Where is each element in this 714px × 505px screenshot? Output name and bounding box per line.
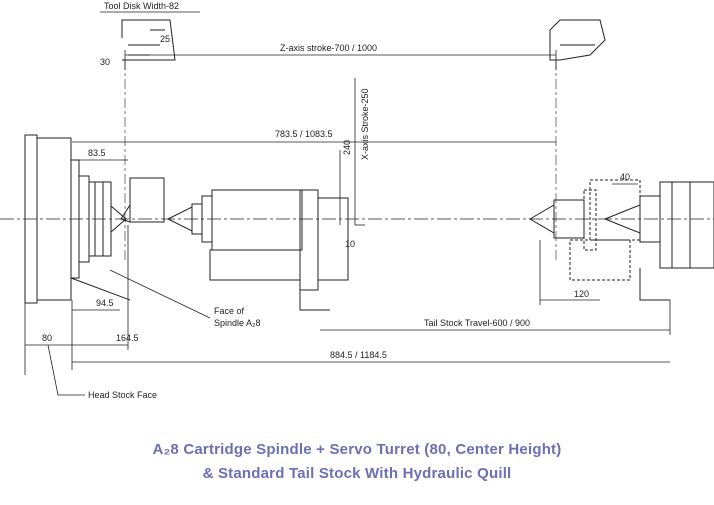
technical-drawing: Tool Disk Width-82 25 30 Z-axis stroke-7… [0, 1, 714, 400]
label-tail-travel: Tail Stock Travel-600 / 900 [424, 318, 530, 328]
tool-holder [120, 177, 165, 223]
label-783: 783.5 / 1083.5 [275, 129, 333, 139]
label-face-of-spindle-1: Face of [214, 306, 245, 316]
turret-right [549, 19, 606, 61]
caption-line-1: A₂8 Cartridge Spindle + Servo Turret (80… [152, 441, 562, 458]
label-face-of-spindle-2: Spindle A₂8 [214, 318, 261, 328]
label-884: 884.5 / 1184.5 [330, 350, 387, 360]
label-10: 10 [345, 239, 355, 249]
label-83: 83.5 [88, 148, 106, 158]
tailstock-right [529, 179, 714, 301]
label-94: 94.5 [96, 298, 114, 308]
caption-line-2: & Standard Tail Stock With Hydraulic Qui… [202, 465, 512, 482]
label-240: 240 [342, 140, 352, 155]
label-30: 30 [100, 57, 110, 67]
label-120: 120 [574, 289, 589, 299]
dimension-lines [24, 11, 671, 396]
tailstock-quill [166, 189, 349, 311]
label-tool-disk-width: Tool Disk Width-82 [104, 1, 179, 11]
label-25: 25 [160, 34, 170, 44]
label-x-stroke: X-axis Stroke-250 [360, 88, 370, 160]
label-z-stroke: Z-axis stroke-700 / 1000 [280, 43, 377, 53]
label-80: 80 [42, 333, 52, 343]
label-head-stock-face: Head Stock Face [88, 390, 157, 400]
label-40: 40 [620, 172, 630, 182]
label-164: 164.5 [116, 333, 139, 343]
